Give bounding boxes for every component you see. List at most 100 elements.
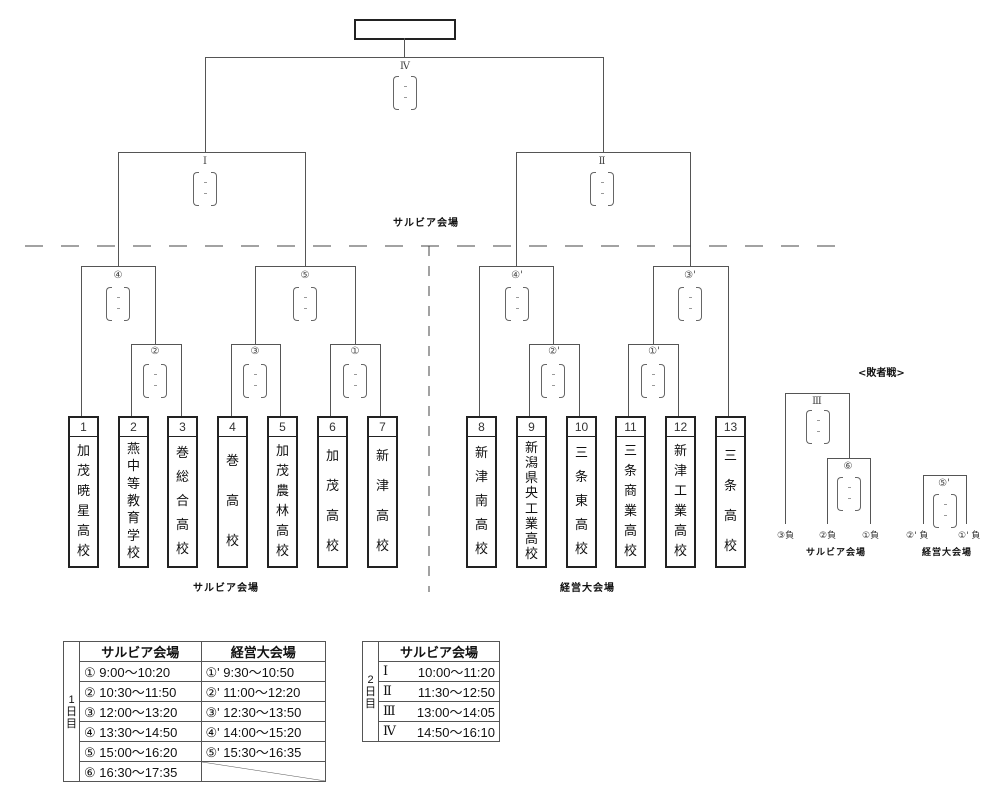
team-name-char: 校 (225, 534, 239, 550)
team-name: 新津高校 (369, 437, 396, 566)
score-slot (933, 494, 957, 528)
team-name-char: 新 (524, 441, 538, 457)
team-name-char: 業 (524, 516, 538, 532)
team-name-char: 茂 (76, 463, 90, 479)
time-cell: ① 9:00～10:20 (79, 661, 202, 682)
bracket-line (923, 475, 924, 524)
team-name-char: 県 (524, 471, 538, 487)
table-row: ⑥ 16:30～17:35 (64, 761, 327, 782)
bracket-line (678, 344, 679, 417)
team-name-char: 業 (623, 504, 637, 520)
team-name-char: 新 (375, 448, 389, 464)
team-name: 新津南高校 (468, 437, 495, 566)
score-slot (641, 364, 665, 398)
time-cell: ④ 13:30～14:50 (79, 721, 202, 742)
team-name-char: 校 (275, 544, 289, 560)
round-label-semi-left: Ⅰ (203, 156, 207, 167)
bracket-line (966, 475, 967, 524)
champion-box (354, 19, 456, 40)
team-name-char: 高 (275, 524, 289, 540)
bracket-line (690, 152, 691, 267)
score-slot (343, 364, 367, 398)
team-name-char: 高 (673, 524, 687, 540)
bracket-line (181, 344, 182, 417)
bracket-line (628, 344, 679, 345)
team-name-char: 農 (275, 483, 289, 499)
team-name-char: 茂 (325, 478, 339, 494)
team-name-char: 中 (126, 459, 140, 475)
venue-label-cons-right: 経営大会場 (922, 548, 973, 558)
team-name-char: 合 (175, 493, 189, 509)
round-label-q2: ② (150, 346, 160, 357)
team-name-char: 央 (524, 486, 538, 502)
team-name-char: 高 (175, 518, 189, 534)
team-name: 三条商業高校 (617, 437, 644, 566)
team-name-char: 校 (474, 542, 488, 558)
score-slot (590, 172, 614, 206)
venue-label-left: サルビア会場 (193, 583, 259, 594)
team-name-char: 加 (325, 448, 339, 464)
bracket-line (255, 266, 356, 267)
team-name: 新潟県央工業高校 (518, 437, 545, 566)
team-name-char: 校 (574, 542, 588, 558)
bracket-line (231, 344, 232, 417)
team-name-char: 業 (673, 504, 687, 520)
team-name-char: 校 (126, 545, 140, 561)
team-name: 三条高校 (717, 437, 744, 566)
bracket-line (131, 344, 132, 417)
time-cell: 10:00～11:20 (401, 661, 500, 682)
team-name-char: 津 (375, 478, 389, 494)
venue-label-right: 経営大会場 (560, 583, 615, 594)
team-name-char: 校 (175, 542, 189, 558)
bracket-line (118, 152, 119, 267)
bracket-line (653, 266, 654, 345)
time-cell: 11:30～12:50 (401, 681, 500, 702)
loser-slot: ③負 (777, 531, 795, 541)
loser-slot: ①負 (862, 531, 880, 541)
bracket-line (923, 475, 967, 476)
time-cell: ③ 12:00～13:20 (79, 701, 202, 722)
team-name-char: 育 (126, 511, 140, 527)
bracket-line (579, 344, 580, 417)
score-slot (393, 76, 417, 110)
score-slot (837, 477, 861, 511)
bracket-line (827, 458, 871, 459)
bracket-line (404, 38, 405, 58)
round-cell: Ⅰ (378, 661, 401, 682)
header-cell: サルビア会場 (79, 641, 202, 662)
team-name-char: 総 (175, 469, 189, 485)
team-name-char: 校 (325, 539, 339, 555)
team-name-char: 高 (225, 493, 239, 509)
day-label: 1 日 目 (63, 641, 80, 782)
score-slot (806, 410, 830, 444)
round-cell: Ⅱ (378, 681, 401, 702)
team-name-char: 工 (524, 501, 538, 517)
bracket-line (479, 266, 554, 267)
bracket-line (849, 393, 850, 459)
bracket-line (827, 458, 828, 524)
time-cell: ②' 11:00～12:20 (200, 681, 327, 702)
team-number: 8 (468, 418, 495, 437)
venue-label-upper: サルビア会場 (393, 218, 459, 229)
team-name-char: 新 (673, 443, 687, 459)
round-cell: Ⅳ (378, 721, 401, 742)
bracket-line (118, 152, 306, 153)
bracket-line (529, 344, 580, 345)
bracket-line (603, 57, 604, 153)
time-cell: ⑤' 15:30～16:35 (200, 741, 327, 762)
bracket-line (81, 266, 82, 417)
